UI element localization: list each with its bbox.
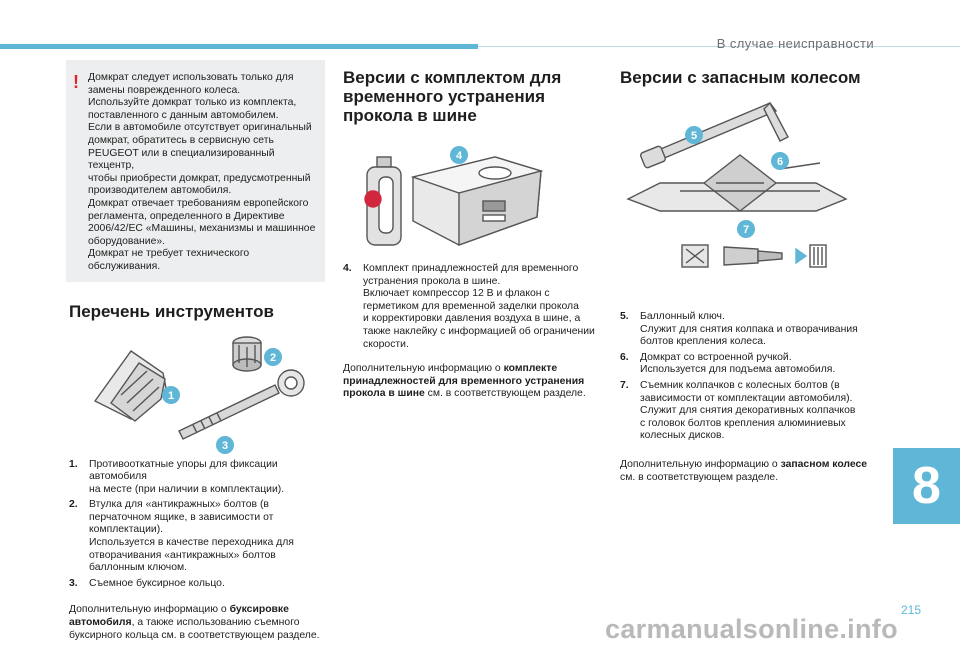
sealant-bottle-icon <box>364 156 402 246</box>
kit-illustration: 4 <box>364 146 544 246</box>
cap-remover-icon <box>681 244 827 268</box>
svg-text:2: 2 <box>270 352 276 364</box>
jack-icon <box>626 154 848 212</box>
svg-text:7: 7 <box>743 224 749 236</box>
spare-figure: 5 6 7 <box>620 99 868 305</box>
svg-text:5: 5 <box>691 130 697 142</box>
exclamation-icon: ! <box>73 72 79 92</box>
list-item: 1. Противооткатные упоры для фиксации ав… <box>69 458 285 495</box>
column-middle: Версии с комплектом для временного устра… <box>343 60 597 401</box>
callout-badge-2: 2 <box>264 347 282 366</box>
chapter-title: В случае неисправности <box>716 36 874 51</box>
wheel-chock-icon <box>93 349 168 422</box>
list-item: 2. Втулка для «антикражных» болтов (в пе… <box>69 499 294 574</box>
warning-text: Домкрат следует использовать только для … <box>88 72 316 272</box>
header-accent-bar <box>0 44 478 49</box>
tow-eye-icon <box>178 368 305 440</box>
svg-text:3: 3 <box>222 440 228 452</box>
callout-badge-4: 4 <box>450 146 468 164</box>
tools-more-info: Дополнительную информацию о буксировке а… <box>69 604 320 641</box>
spare-more-info: Дополнительную информацию о запасном кол… <box>620 458 868 483</box>
kit-figure: 4 <box>343 141 597 253</box>
svg-text:6: 6 <box>777 156 783 168</box>
chapter-tab: 8 <box>893 448 960 524</box>
header-rule <box>478 46 960 47</box>
spare-illustration: 5 6 7 <box>626 101 848 268</box>
list-item: 5. Баллонный ключ. Служит для снятия кол… <box>620 311 858 348</box>
spare-list: 5. Баллонный ключ. Служит для снятия кол… <box>620 311 868 443</box>
wheel-brace-icon <box>640 101 789 169</box>
spare-title: Версии с запасным колесом <box>620 68 861 87</box>
list-item: 4. Комплект принадлежностей для временно… <box>343 263 595 350</box>
anti-theft-socket-icon <box>232 335 262 372</box>
callout-badge-5: 5 <box>685 126 703 144</box>
callout-badge-3: 3 <box>216 435 234 454</box>
tools-illustration: 1 2 3 <box>93 335 305 454</box>
callout-badge-7: 7 <box>737 220 755 238</box>
kit-more-info: Дополнительную информацию о комплекте пр… <box>343 363 586 400</box>
list-item: 6. Домкрат со встроенной ручкой. Использ… <box>620 351 836 376</box>
tools-list: 1. Противооткатные упоры для фиксации ав… <box>69 459 325 591</box>
watermark: carmanualsonline.info <box>605 614 898 644</box>
list-item: 7. Съемник колпачков с колесных болтов (… <box>620 379 856 442</box>
list-item: 3. Съемное буксирное кольцо. <box>69 577 225 589</box>
column-left: ! Домкрат следует использовать только дл… <box>63 60 325 642</box>
compressor-icon <box>410 156 544 246</box>
tools-title: Перечень инструментов <box>69 301 274 321</box>
kit-list: 4. Комплект принадлежностей для временно… <box>343 263 597 351</box>
tools-figure: 1 2 3 <box>69 333 325 455</box>
svg-text:1: 1 <box>168 390 174 402</box>
column-right: Версии с запасным колесом <box>620 60 868 484</box>
kit-title: Версии с комплектом для временного устра… <box>343 68 562 125</box>
page-number: 215 <box>901 603 922 617</box>
svg-text:4: 4 <box>456 150 463 162</box>
callout-badge-1: 1 <box>162 385 180 404</box>
warning-box: ! Домкрат следует использовать только дл… <box>63 60 325 282</box>
callout-badge-6: 6 <box>771 152 789 170</box>
